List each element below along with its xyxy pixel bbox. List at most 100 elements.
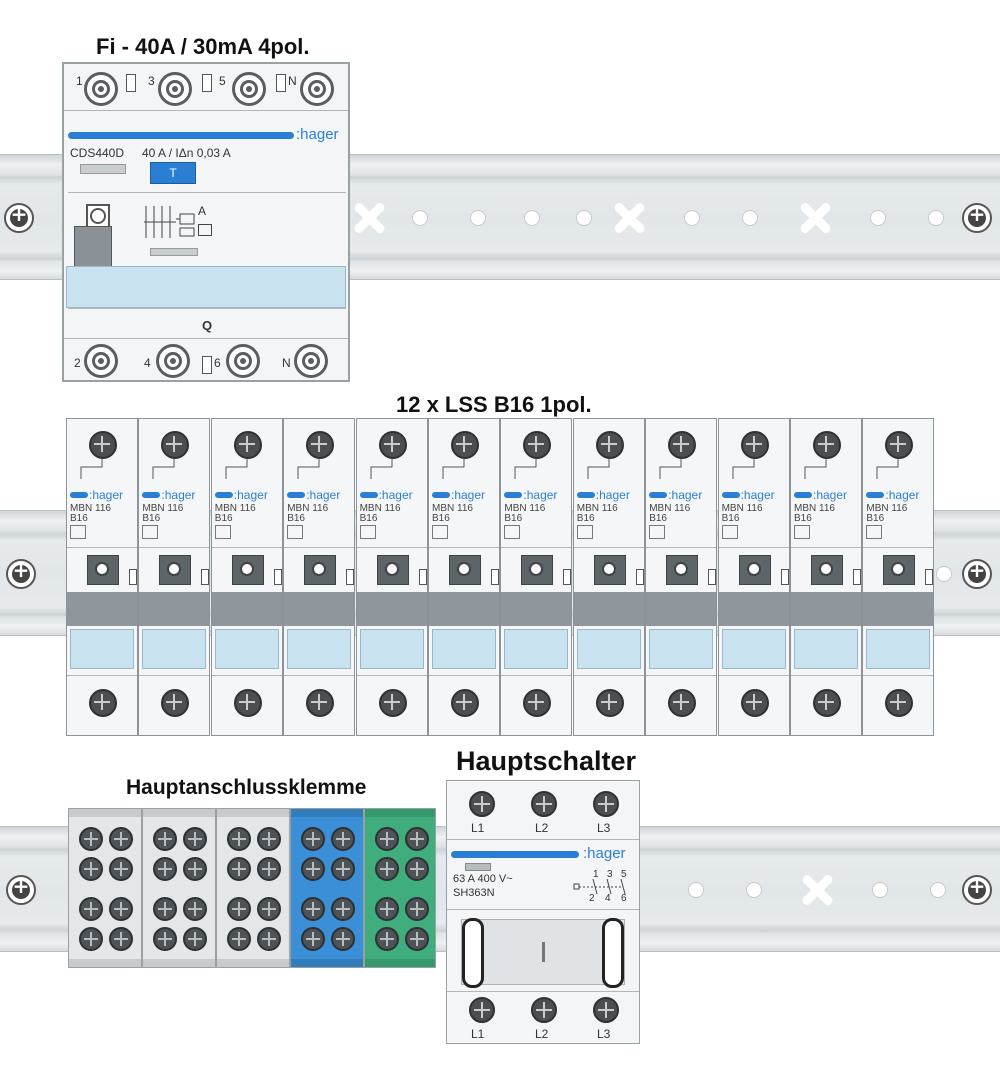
mcb-grip	[718, 592, 789, 626]
terminal-screw-icon	[89, 689, 117, 717]
terminal-screw-icon	[257, 897, 281, 921]
mcb-toggle[interactable]	[304, 555, 337, 585]
terminal-screw-icon	[183, 927, 207, 951]
diagram-bottom-num: 2	[589, 893, 595, 904]
terminal-segment	[142, 808, 216, 968]
mcb-label-window	[214, 629, 279, 669]
main-switch-bottom-label: L3	[597, 1027, 611, 1041]
mcb-wire-icon	[514, 459, 537, 479]
hager-stripe	[214, 492, 233, 498]
terminal-screw-icon	[813, 689, 841, 717]
rail-hole	[688, 882, 704, 898]
rocker-left-grip	[462, 918, 484, 988]
mcb-toggle[interactable]	[811, 555, 843, 585]
terminal-screw-icon	[233, 431, 262, 459]
terminal-screw-icon	[257, 857, 281, 881]
hager-stripe	[70, 492, 88, 498]
terminal-screw-icon	[523, 431, 552, 459]
terminal-screw-icon	[740, 689, 769, 717]
mcb-model: MBN 116	[794, 503, 835, 514]
mcb-grip	[646, 592, 717, 626]
hager-stripe	[649, 492, 668, 498]
terminal-screw-icon	[668, 431, 697, 459]
test-button[interactable]: T	[150, 162, 196, 184]
main-switch-rocker[interactable]	[461, 918, 625, 988]
mcb-toggle[interactable]	[521, 555, 554, 585]
terminal-screw-icon	[89, 431, 117, 459]
rcd-title: Fi - 40A / 30mA 4pol.	[96, 34, 310, 59]
terminal-screw-icon	[79, 927, 103, 951]
mcb-rating: B16	[70, 513, 88, 524]
mcb-toggle[interactable]	[449, 555, 481, 585]
terminal-screw-icon	[109, 897, 133, 921]
rcd-lever[interactable]	[74, 226, 112, 270]
mcb-toggle[interactable]	[738, 555, 771, 585]
hager-stripe	[68, 132, 294, 139]
terminal-segment	[216, 808, 290, 968]
mcb-wire-icon	[80, 459, 103, 479]
mcb-wire-icon	[876, 459, 899, 479]
rail-screw-icon	[6, 874, 36, 905]
terminal-screw-icon	[595, 689, 624, 717]
mcb-grip	[573, 592, 644, 626]
mcb-wire-icon	[804, 459, 827, 479]
terminal-screw-icon	[375, 827, 399, 851]
rail-screw-icon	[6, 558, 36, 589]
terminal-screw-icon	[405, 927, 429, 951]
terminal-screw-icon	[301, 857, 325, 881]
terminal-screw-icon	[79, 827, 103, 851]
hager-logo: :hager	[595, 488, 630, 502]
mcb-toggle[interactable]	[376, 555, 409, 585]
terminal-screw-icon	[161, 689, 190, 717]
terminal-screw-icon	[375, 927, 399, 951]
mcb-model: MBN 116	[721, 503, 763, 514]
mcb-toggle[interactable]	[666, 555, 699, 585]
rcd-terminal-label: N	[282, 356, 291, 370]
terminal-screw-icon	[331, 857, 355, 881]
terminal-screw-icon	[158, 72, 192, 106]
rcd-terminal-label: 1	[76, 74, 83, 88]
mcb-grip	[67, 592, 137, 626]
mcb-rating: B16	[649, 513, 667, 524]
mcb-label-window	[504, 629, 569, 669]
rail-hole	[930, 882, 946, 898]
terminal-title: Hauptanschlussklemme	[126, 776, 367, 799]
rocker-right-grip	[602, 918, 624, 988]
rcd-terminal-label: 6	[214, 356, 221, 370]
rcd-terminal-label: 5	[219, 74, 226, 88]
terminal-screw-icon	[740, 431, 769, 459]
mcb-rating: B16	[432, 513, 450, 524]
rail-hole	[576, 210, 592, 226]
mcb-toggle[interactable]	[883, 555, 916, 585]
rail-hole	[470, 210, 486, 226]
rcd-terminal-label: 4	[144, 356, 151, 370]
rail-hole	[524, 210, 540, 226]
mcb-label-window	[649, 629, 714, 669]
rail-slot-icon	[798, 201, 832, 235]
terminal-screw-icon	[84, 344, 118, 378]
terminal-screw-icon	[375, 857, 399, 881]
rail-hole	[746, 882, 762, 898]
mcb-toggle[interactable]	[159, 555, 192, 585]
mcb-toggle[interactable]	[593, 555, 626, 585]
terminal-screw-icon	[531, 997, 557, 1023]
mcb-toggle[interactable]	[87, 555, 119, 585]
terminal-screw-icon	[301, 827, 325, 851]
diagram-top-num: 3	[607, 869, 613, 880]
mcb-toggle[interactable]	[231, 555, 264, 585]
terminal-screw-icon	[226, 344, 260, 378]
hager-logo: :hager	[306, 488, 341, 502]
terminal-screw-icon	[227, 927, 251, 951]
mcb-label-window	[721, 629, 786, 669]
terminal-screw-icon	[301, 897, 325, 921]
terminal-screw-icon	[405, 857, 429, 881]
terminal-screw-icon	[885, 689, 914, 717]
rail-slot-icon	[612, 201, 646, 235]
switch-diagram-icon	[573, 879, 626, 895]
rcd-diagram-label: A	[198, 204, 207, 218]
mcb-model: MBN 116	[142, 503, 184, 514]
mcb-model: MBN 116	[649, 503, 691, 514]
